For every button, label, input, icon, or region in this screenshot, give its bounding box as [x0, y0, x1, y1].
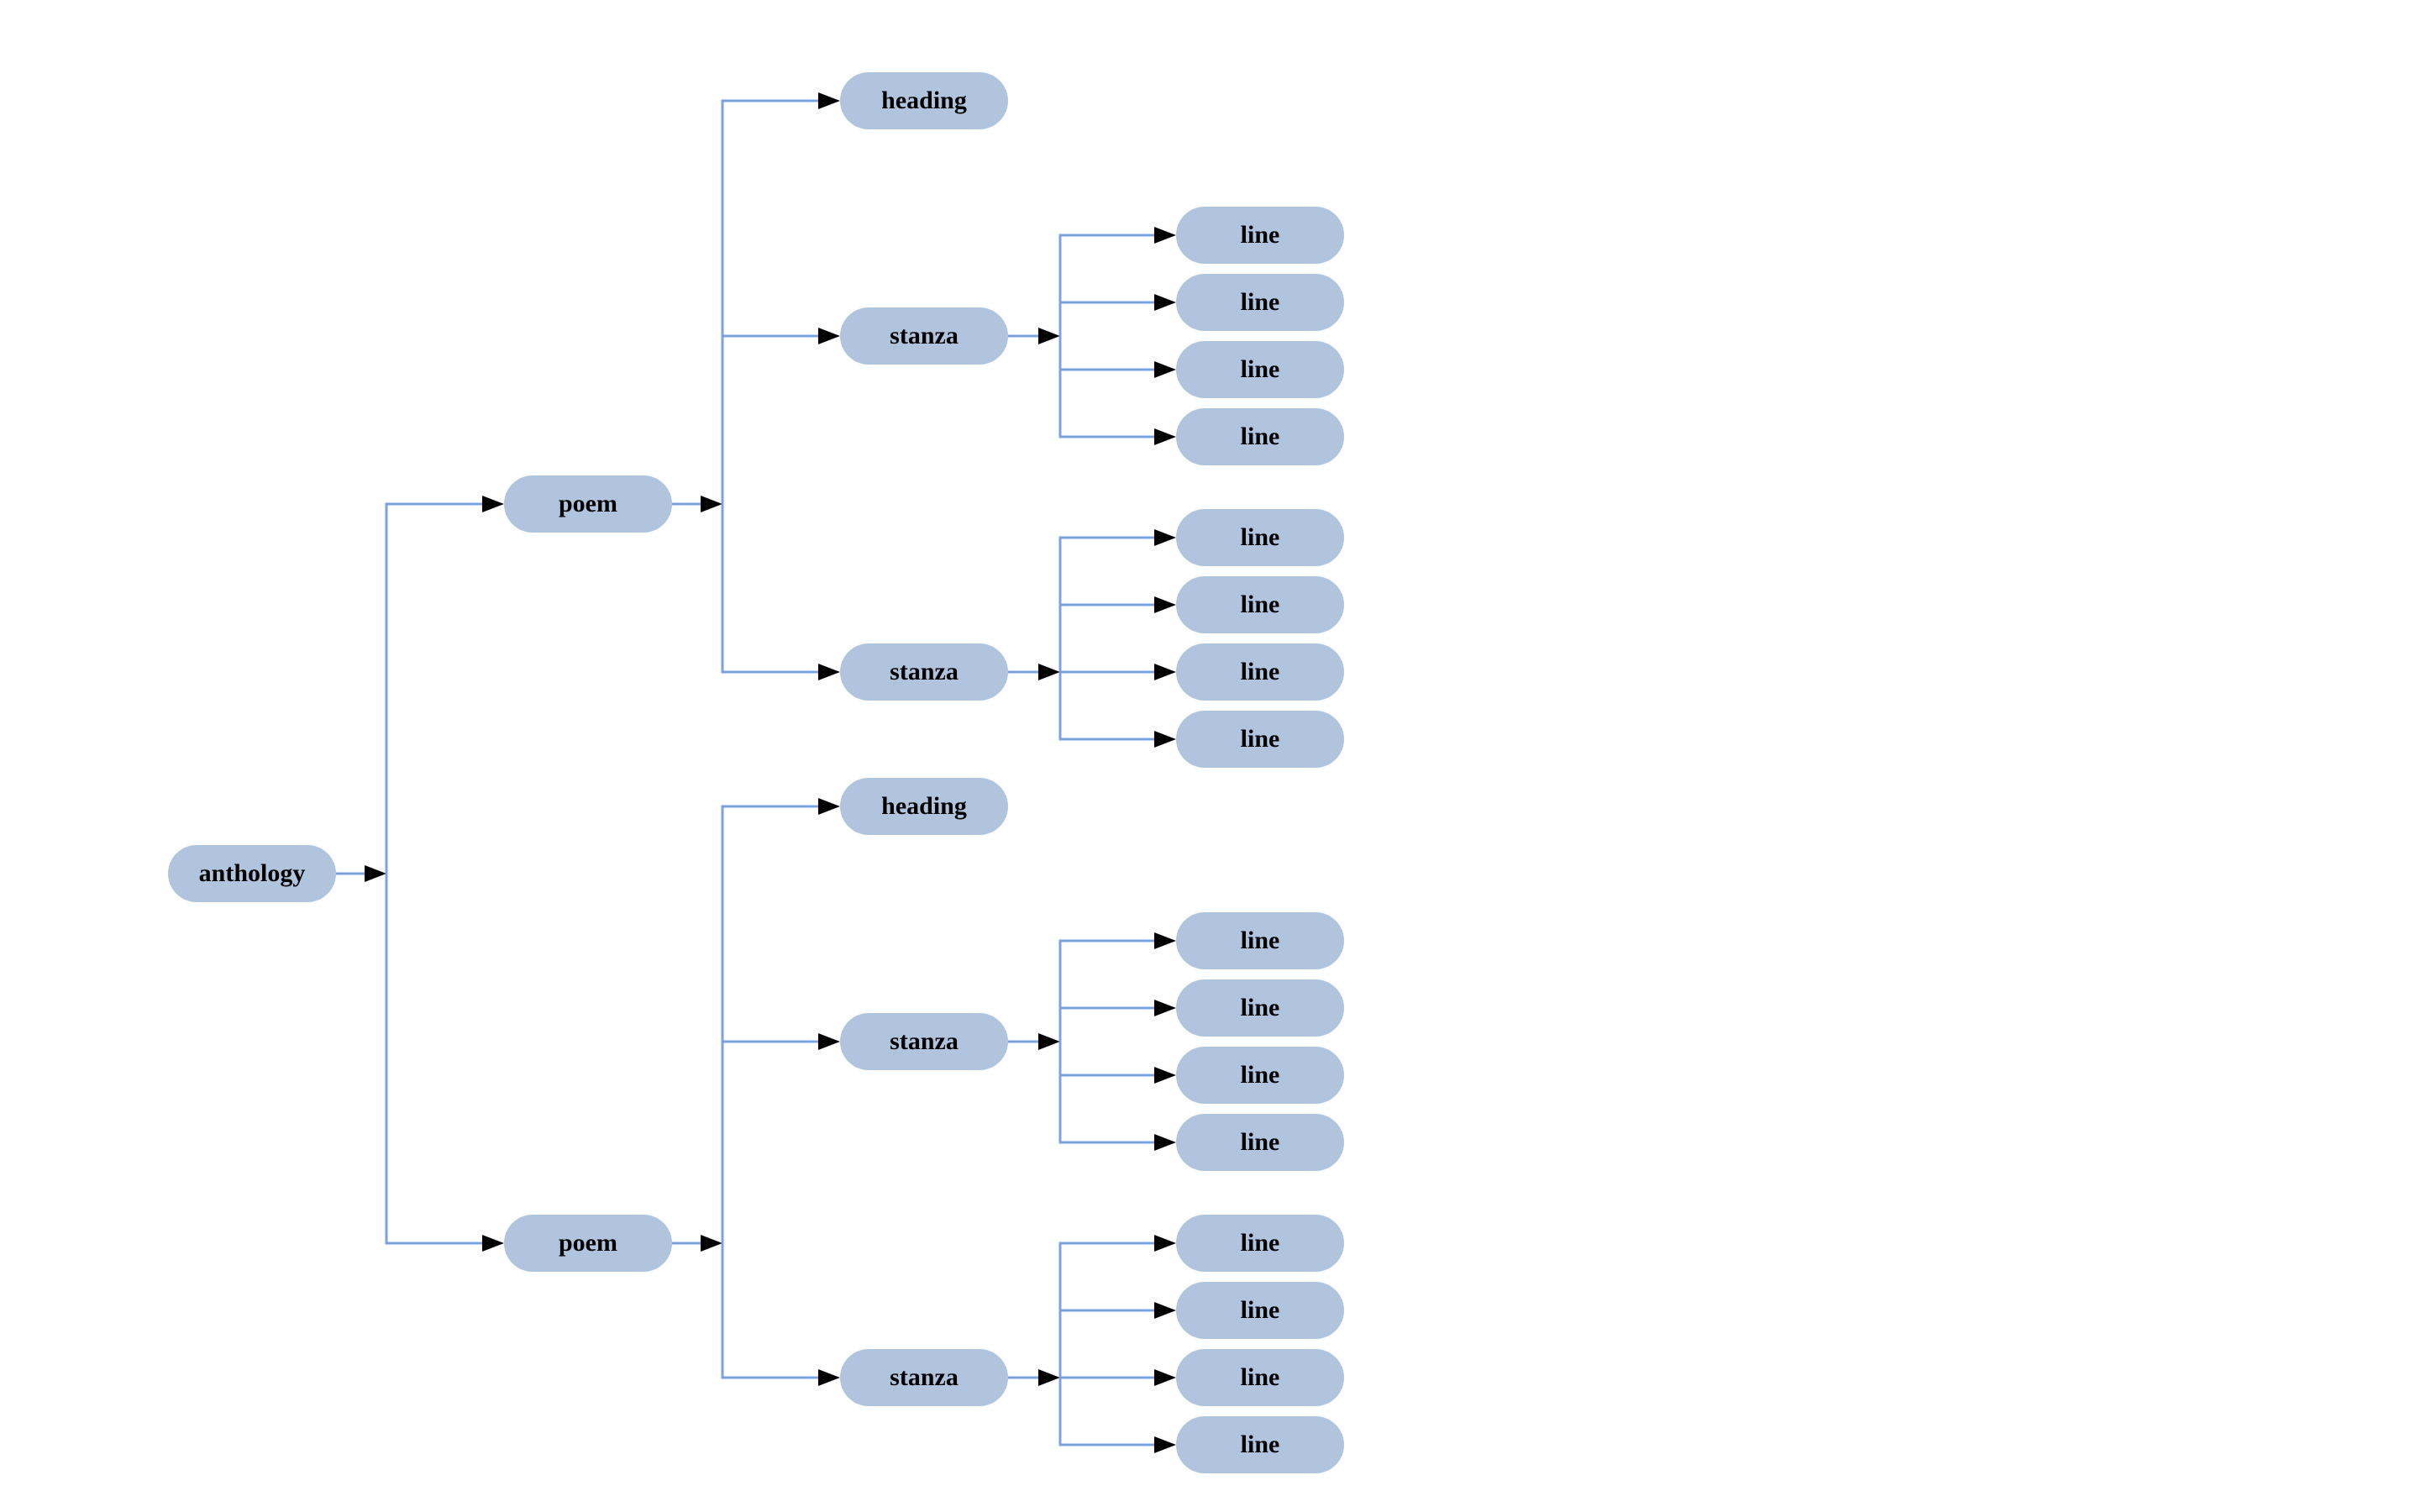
- tree-node-s2l2: line: [1176, 576, 1344, 633]
- tree-node-stanza1: stanza: [840, 307, 1008, 365]
- tree-node-s1l4: line: [1176, 408, 1344, 465]
- tree-node-poem1: poem: [504, 475, 672, 533]
- tree-node-s4l1: line: [1176, 1215, 1344, 1272]
- tree-node-s4l2: line: [1176, 1282, 1344, 1339]
- tree-node-s1l2: line: [1176, 274, 1344, 331]
- tree-node-s3l2: line: [1176, 979, 1344, 1037]
- tree-node-s2l4: line: [1176, 711, 1344, 768]
- tree-node-s2l1: line: [1176, 509, 1344, 566]
- tree-node-poem2: poem: [504, 1215, 672, 1272]
- tree-node-stanza3: stanza: [840, 1013, 1008, 1070]
- tree-node-heading1: heading: [840, 72, 1008, 129]
- tree-node-heading2: heading: [840, 778, 1008, 835]
- edge-group-poem1: [670, 92, 840, 680]
- edge-group-poem2: [670, 798, 840, 1386]
- tree-node-s3l3: line: [1176, 1047, 1344, 1104]
- tree-node-s4l3: line: [1176, 1349, 1344, 1406]
- edge-group-stanza2: [1006, 529, 1176, 748]
- tree-node-stanza4: stanza: [840, 1349, 1008, 1406]
- edge-group-anthology: [334, 496, 504, 1252]
- tree-node-stanza2: stanza: [840, 643, 1008, 701]
- tree-node-s2l3: line: [1176, 643, 1344, 701]
- edge-group-stanza4: [1006, 1235, 1176, 1453]
- tree-node-s1l3: line: [1176, 341, 1344, 398]
- edge-group-stanza1: [1006, 227, 1176, 445]
- tree-node-anthology: anthology: [168, 845, 336, 902]
- edge-group-stanza3: [1006, 932, 1176, 1151]
- tree-node-s3l1: line: [1176, 912, 1344, 969]
- tree-node-s3l4: line: [1176, 1114, 1344, 1171]
- tree-node-s4l4: line: [1176, 1416, 1344, 1473]
- tree-node-s1l1: line: [1176, 207, 1344, 264]
